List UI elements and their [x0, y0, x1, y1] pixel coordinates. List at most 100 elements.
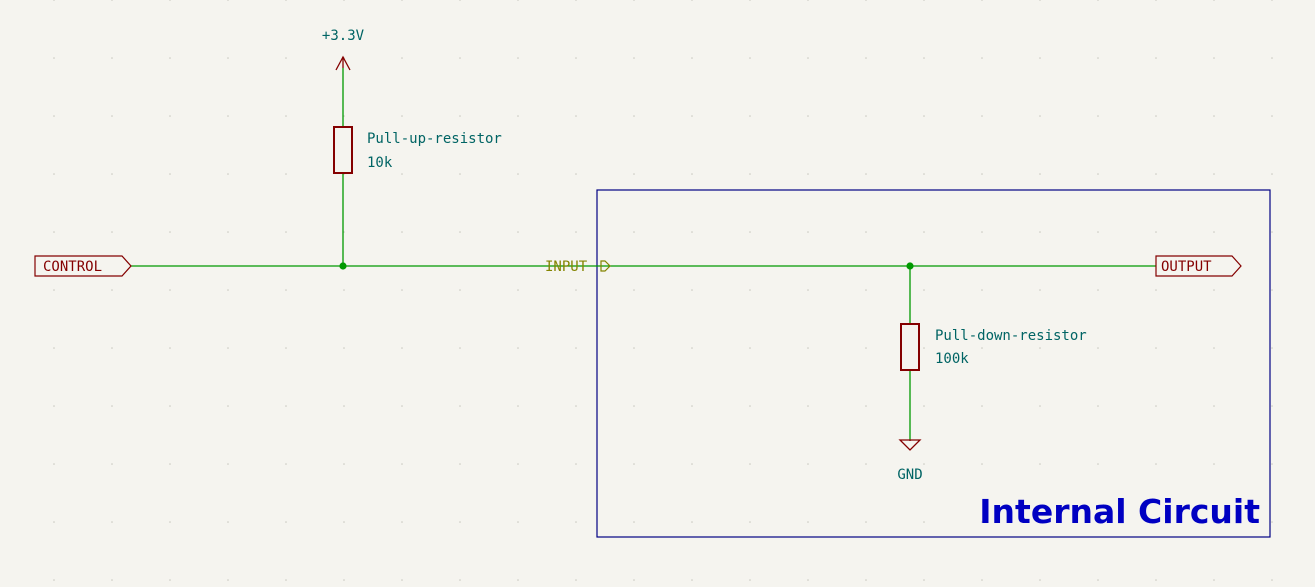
- grid-dot: [1039, 579, 1041, 581]
- grid-dot: [1213, 579, 1215, 581]
- grid-dot: [749, 579, 751, 581]
- grid-dot: [517, 57, 519, 59]
- global-label-output-outline-icon: [1155, 255, 1242, 277]
- grid-dot: [923, 173, 925, 175]
- grid-dot: [169, 405, 171, 407]
- grid-dot: [517, 289, 519, 291]
- grid-dot: [227, 0, 229, 1]
- grid-dot: [691, 115, 693, 117]
- grid-dot: [633, 0, 635, 1]
- grid-dot: [1213, 115, 1215, 117]
- pulldown-resistor-body-icon: [900, 323, 920, 371]
- grid-dot: [575, 173, 577, 175]
- grid-dot: [1039, 289, 1041, 291]
- global-label-control[interactable]: CONTROL: [34, 255, 132, 277]
- grid-dot: [53, 231, 55, 233]
- grid-dot: [981, 289, 983, 291]
- grid-dot: [1097, 289, 1099, 291]
- grid-dot: [807, 173, 809, 175]
- grid-dot: [1097, 57, 1099, 59]
- grid-dot: [1155, 579, 1157, 581]
- grid-dot: [691, 521, 693, 523]
- grid-dot: [1213, 289, 1215, 291]
- grid-dot: [1155, 173, 1157, 175]
- grid-dot: [401, 57, 403, 59]
- grid-dot: [749, 57, 751, 59]
- pulldown-resistor-value: 100k: [935, 351, 969, 367]
- grid-dot: [227, 57, 229, 59]
- grid-dot: [1039, 115, 1041, 117]
- grid-dot: [691, 0, 693, 1]
- grid-dot: [633, 115, 635, 117]
- grid-dot: [865, 0, 867, 1]
- grid-dot: [169, 115, 171, 117]
- hierarchical-label-input[interactable]: INPUT: [545, 259, 611, 275]
- grid-dot: [343, 463, 345, 465]
- grid-dot: [53, 405, 55, 407]
- grid-dot: [981, 521, 983, 523]
- grid-dot: [53, 173, 55, 175]
- grid-dot: [169, 463, 171, 465]
- grid-dot: [633, 231, 635, 233]
- grid-dot: [285, 57, 287, 59]
- grid-dot: [633, 57, 635, 59]
- grid-dot: [517, 463, 519, 465]
- grid-dot: [633, 463, 635, 465]
- global-label-output-text: OUTPUT: [1161, 259, 1212, 275]
- grid-dot: [633, 405, 635, 407]
- internal-circuit-sheet-border[interactable]: [596, 189, 1271, 538]
- pulldown-resistor[interactable]: Pull-down-resistor 100k: [900, 323, 1087, 371]
- grid-dot: [1097, 0, 1099, 1]
- hierarchical-label-input-text: INPUT: [545, 259, 588, 275]
- grid-dot: [749, 173, 751, 175]
- grid-dot: [169, 231, 171, 233]
- grid-dot: [459, 115, 461, 117]
- power-label: +3.3V: [322, 28, 365, 44]
- grid-dot: [111, 115, 113, 117]
- grid-dot: [1155, 347, 1157, 349]
- grid-dot: [401, 115, 403, 117]
- pulldown-resistor-reference: Pull-down-resistor: [935, 328, 1087, 344]
- grid-dot: [691, 405, 693, 407]
- grid-dot: [459, 463, 461, 465]
- grid-dot: [401, 173, 403, 175]
- grid-dot: [1213, 347, 1215, 349]
- ground-symbol[interactable]: GND: [897, 439, 923, 483]
- grid-dot: [227, 173, 229, 175]
- grid-dot: [285, 579, 287, 581]
- grid-dot: [981, 579, 983, 581]
- grid-dot: [749, 347, 751, 349]
- grid-dot: [401, 405, 403, 407]
- grid-dot: [981, 405, 983, 407]
- grid-dot: [227, 115, 229, 117]
- grid-dot: [807, 115, 809, 117]
- grid-dot: [401, 463, 403, 465]
- grid-dot: [923, 289, 925, 291]
- grid-dot: [459, 289, 461, 291]
- grid-dot: [1155, 231, 1157, 233]
- power-symbol[interactable]: +3.3V: [322, 28, 365, 71]
- grid-dot: [633, 289, 635, 291]
- grid-dot: [285, 115, 287, 117]
- grid-dot: [575, 0, 577, 1]
- grid-dot: [517, 521, 519, 523]
- grid-dot: [111, 231, 113, 233]
- global-label-output[interactable]: OUTPUT: [1155, 255, 1242, 277]
- grid-dot: [459, 57, 461, 59]
- grid-dot: [111, 463, 113, 465]
- ground-label: GND: [897, 467, 922, 483]
- grid-dot: [807, 405, 809, 407]
- grid-dot: [401, 289, 403, 291]
- grid-dot: [749, 405, 751, 407]
- grid-dot: [1155, 405, 1157, 407]
- grid-dot: [1097, 521, 1099, 523]
- grid-dot: [169, 57, 171, 59]
- grid-dot: [459, 405, 461, 407]
- grid-dot: [1213, 405, 1215, 407]
- grid-dot: [1271, 579, 1273, 581]
- grid-dot: [53, 57, 55, 59]
- junction-dot-pulldown: [906, 262, 914, 270]
- grid-dot: [401, 521, 403, 523]
- pullup-resistor[interactable]: Pull-up-resistor 10k: [333, 126, 502, 174]
- grid-dot: [575, 231, 577, 233]
